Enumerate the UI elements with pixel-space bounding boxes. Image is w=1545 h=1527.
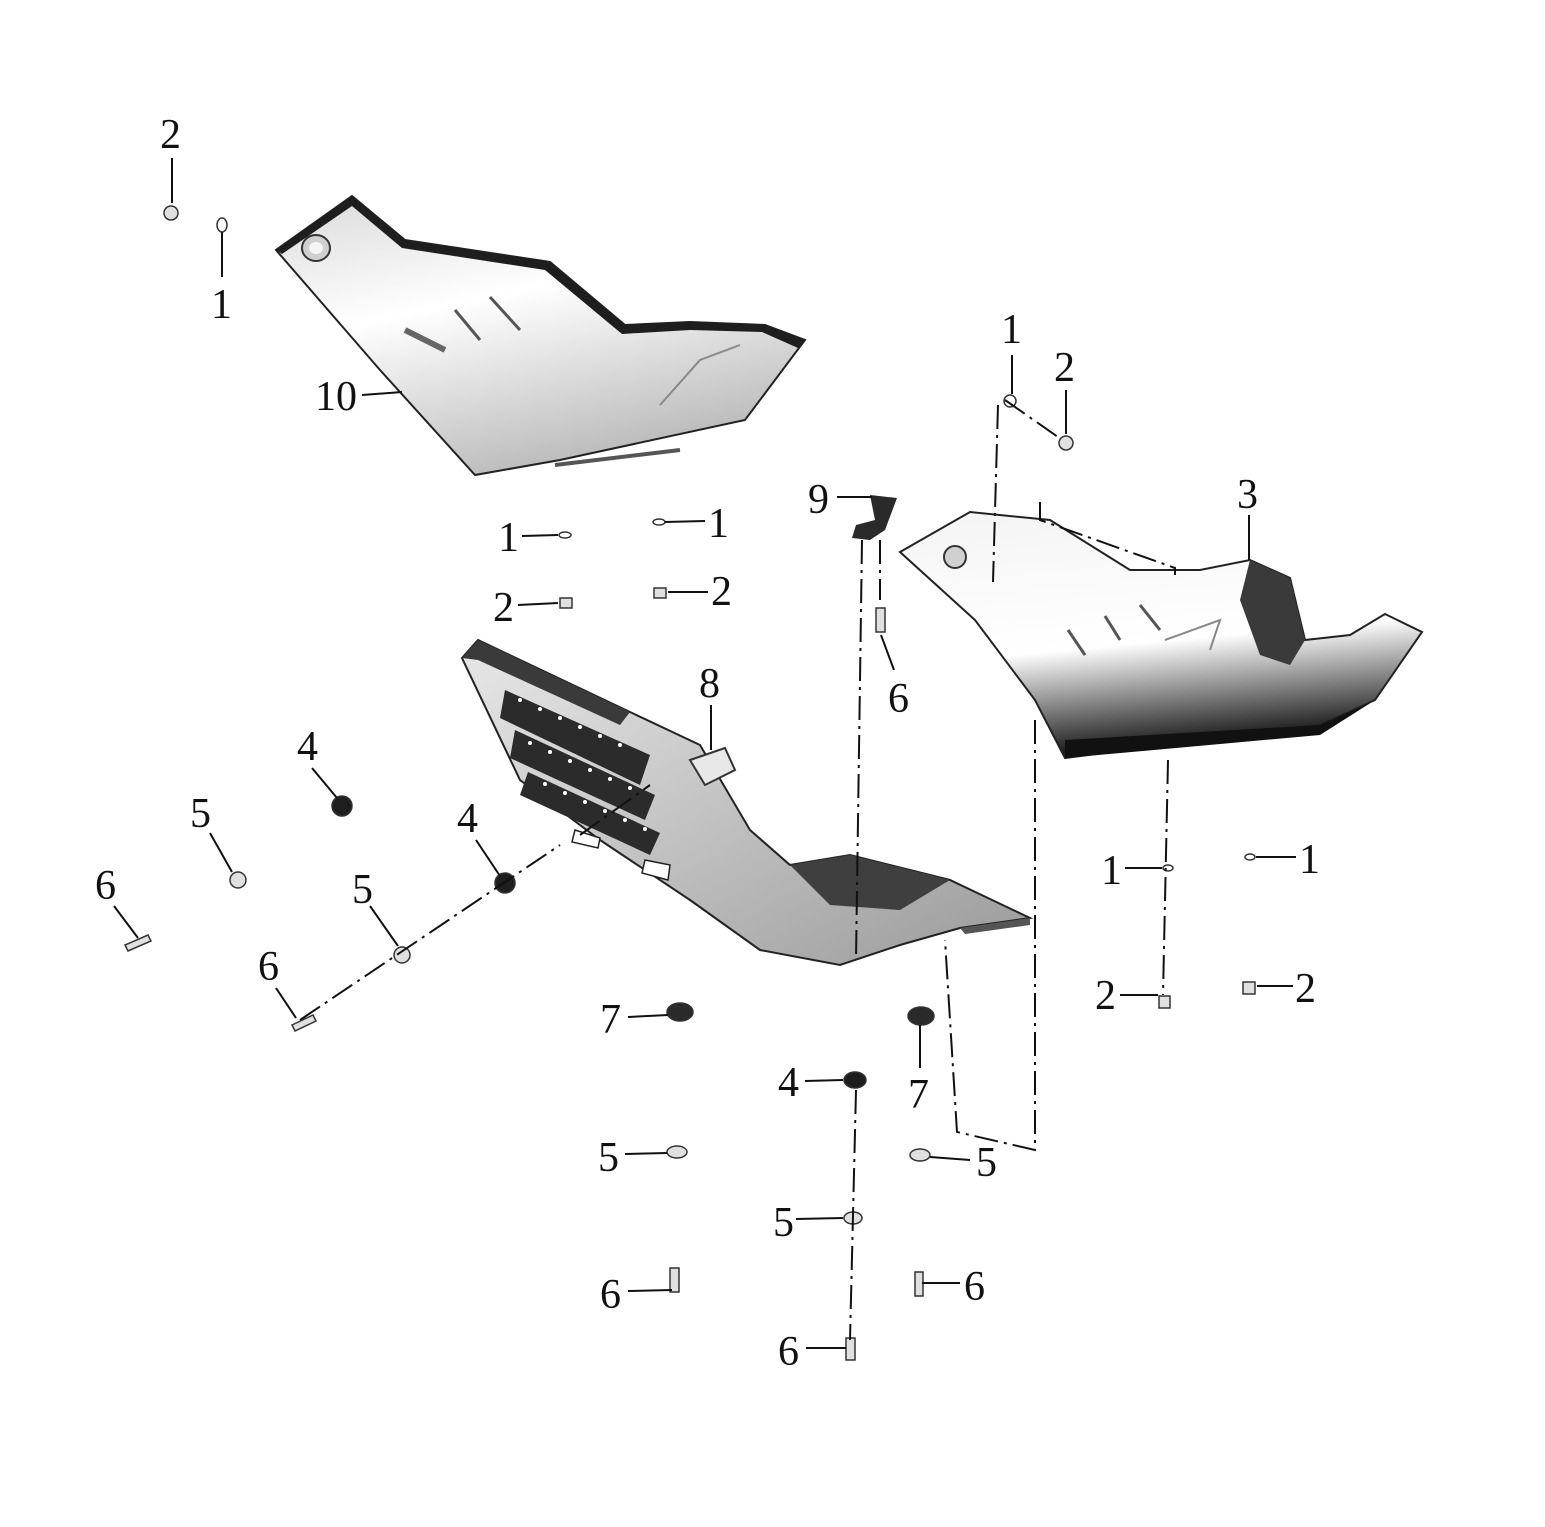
callout-label: 5	[976, 1140, 997, 1186]
callout-labels: 2 1 10 1 1 2 2 9 1 2 3 6 8 4 5 4 6 5 6 1…	[95, 112, 1320, 1375]
bracket-8	[688, 746, 737, 787]
callout-label: 6	[888, 676, 909, 722]
bracket-9	[852, 495, 897, 540]
callout-label: 7	[908, 1072, 929, 1118]
callout-label: 5	[190, 791, 211, 837]
leader-lines	[113, 158, 1296, 1349]
callout-label: 1	[1299, 837, 1320, 883]
callout-label: 7	[600, 997, 621, 1043]
callout-label: 5	[352, 867, 373, 913]
right-side-guard	[898, 510, 1424, 760]
callout-label: 2	[160, 112, 181, 158]
callout-label: 8	[699, 661, 720, 707]
callout-label: 4	[457, 796, 478, 842]
callout-label: 3	[1237, 472, 1258, 518]
callout-label: 10	[315, 374, 357, 420]
callout-label: 9	[808, 477, 829, 523]
callout-label: 5	[773, 1200, 794, 1246]
callout-label: 6	[964, 1264, 985, 1310]
callout-label: 1	[498, 515, 519, 561]
callout-label: 2	[1054, 345, 1075, 391]
callout-label: 2	[1295, 966, 1316, 1012]
callout-label: 2	[1095, 973, 1116, 1019]
callout-label: 6	[258, 944, 279, 990]
callout-label: 1	[1101, 848, 1122, 894]
hardware	[123, 205, 1256, 1361]
callout-label: 5	[598, 1135, 619, 1181]
vent-holes	[518, 698, 647, 831]
assembly-lines	[299, 399, 1176, 1341]
callout-label: 1	[1001, 307, 1022, 353]
left-side-guard	[274, 194, 807, 477]
callout-label: 4	[778, 1060, 799, 1106]
callout-label: 1	[211, 282, 232, 328]
callout-label: 1	[708, 501, 729, 547]
skid-plate	[460, 638, 1034, 967]
callout-label: 6	[95, 863, 116, 909]
callout-label: 6	[778, 1329, 799, 1375]
callout-label: 2	[493, 585, 514, 631]
callout-label: 2	[711, 569, 732, 615]
callout-label: 6	[600, 1272, 621, 1318]
callout-label: 4	[297, 724, 318, 770]
